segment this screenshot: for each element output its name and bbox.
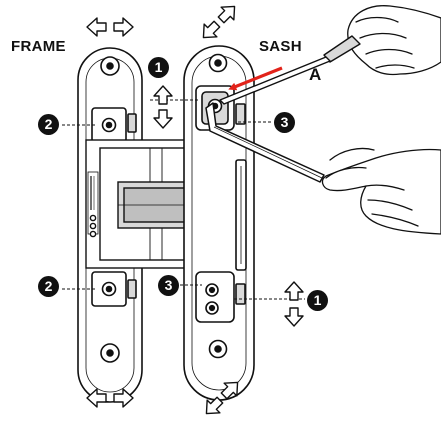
callout-badge: 1 [148, 57, 169, 78]
sash-plate [183, 45, 255, 401]
indicator-arrow-a [228, 66, 283, 91]
callout-badge: 2 [38, 114, 59, 135]
callout-badge: 2 [38, 276, 59, 297]
double-arrow-horizontal-icon [86, 388, 134, 408]
double-arrow-horizontal-icon [86, 17, 134, 37]
leader-lines [62, 99, 305, 300]
frame-label: FRAME [11, 38, 66, 55]
screwdriver-icon [219, 35, 361, 105]
callout-badge: 3 [158, 275, 179, 296]
point-a-label: A [309, 65, 322, 84]
double-arrow-diagonal-icon [202, 5, 236, 39]
callout-badge: 3 [274, 112, 295, 133]
sash-label: SASH [259, 38, 302, 55]
double-arrow-vertical-icon [153, 85, 173, 129]
hex-key-icon [205, 102, 325, 183]
hand-upper [347, 5, 441, 76]
double-arrow-diagonal-icon [205, 381, 239, 415]
callout-badge: 1 [307, 290, 328, 311]
double-arrow-vertical-icon [284, 281, 304, 327]
hand-lower [321, 147, 441, 235]
